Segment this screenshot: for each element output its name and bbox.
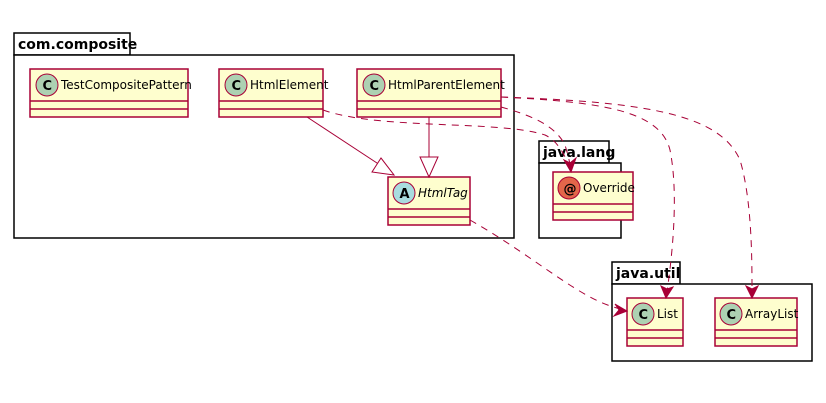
class-icon — [719, 302, 743, 326]
dependency-htmlparentelement-list — [500, 96, 675, 300]
class-test-composite-pattern[interactable]: C TestCompositePattern — [29, 68, 192, 118]
stereotype-letter: C — [727, 308, 737, 323]
class-icon — [35, 73, 59, 97]
package-title: java.util — [615, 266, 680, 282]
stereotype-letter: @ — [564, 182, 577, 197]
annotation-override[interactable]: @ Override — [552, 171, 635, 221]
stereotype-letter: C — [43, 79, 53, 94]
class-html-tag[interactable]: A HtmlTag — [387, 176, 471, 226]
annotation-icon — [557, 176, 581, 200]
class-html-element[interactable]: C HtmlElement — [218, 68, 329, 118]
package-title: com.composite — [18, 37, 137, 53]
stereotype-letter: A — [400, 187, 410, 202]
class-icon — [362, 73, 386, 97]
class-name: HtmlTag — [418, 186, 468, 200]
class-html-parent-element[interactable]: C HtmlParentElement — [356, 68, 505, 118]
abstract-icon — [392, 181, 416, 205]
stereotype-letter: C — [370, 79, 380, 94]
class-array-list[interactable]: C ArrayList — [714, 297, 799, 347]
stereotype-letter: C — [639, 308, 649, 323]
class-name: ArrayList — [745, 307, 799, 321]
class-icon — [631, 302, 655, 326]
class-name: TestCompositePattern — [60, 78, 192, 92]
class-name: Override — [583, 181, 635, 195]
class-name: HtmlElement — [250, 78, 329, 92]
class-list[interactable]: C List — [626, 297, 684, 347]
dependency-htmlparentelement-arraylist — [500, 96, 760, 300]
class-icon — [224, 73, 248, 97]
generalization-htmlelement-htmltag — [306, 116, 396, 176]
package-title: java.lang — [542, 145, 615, 161]
class-name: List — [657, 307, 678, 321]
class-name: HtmlParentElement — [388, 78, 505, 92]
stereotype-letter: C — [232, 79, 242, 94]
dependency-htmltag-list — [469, 219, 629, 318]
dependency-htmlparentelement-override — [500, 106, 572, 171]
